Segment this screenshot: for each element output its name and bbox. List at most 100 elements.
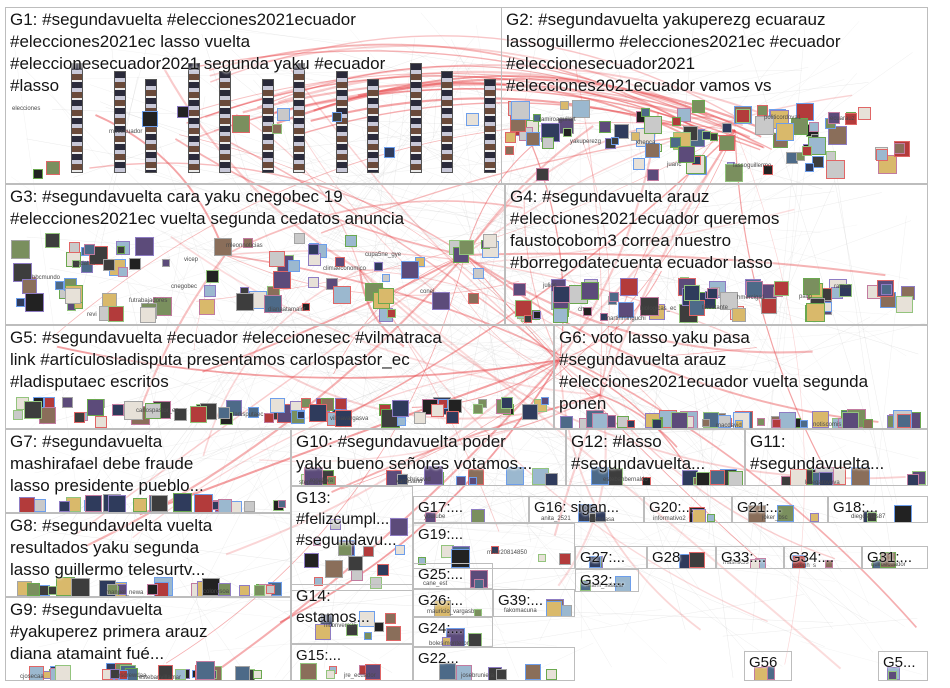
node-avatar[interactable] — [526, 132, 540, 146]
node-avatar[interactable] — [559, 553, 571, 565]
node-avatar[interactable] — [304, 553, 319, 568]
node-avatar[interactable] — [62, 397, 73, 408]
node-avatar[interactable] — [95, 416, 107, 428]
node-avatar[interactable] — [732, 308, 746, 322]
node-avatar[interactable] — [204, 285, 216, 297]
node-avatar[interactable] — [374, 262, 383, 271]
node-avatar[interactable] — [386, 626, 401, 641]
node-avatar[interactable] — [536, 168, 549, 181]
node-avatar[interactable] — [378, 288, 394, 304]
node-avatar[interactable] — [800, 420, 808, 428]
node-avatar[interactable] — [401, 261, 419, 279]
node-avatar[interactable] — [108, 306, 124, 322]
node-avatar[interactable] — [757, 418, 765, 426]
node-avatar[interactable] — [288, 260, 300, 272]
node-avatar[interactable] — [707, 288, 718, 299]
node-avatar[interactable] — [392, 400, 409, 417]
node-avatar[interactable] — [684, 285, 700, 301]
node-avatar[interactable] — [112, 404, 124, 416]
node-avatar[interactable] — [333, 286, 351, 304]
node-avatar[interactable] — [24, 401, 42, 419]
node-avatar[interactable] — [151, 495, 168, 512]
node-avatar[interactable] — [177, 106, 189, 118]
node-avatar[interactable] — [806, 303, 825, 322]
node-avatar[interactable] — [309, 404, 327, 422]
node-avatar[interactable] — [583, 307, 592, 316]
node-avatar[interactable] — [881, 284, 892, 295]
node-avatar[interactable] — [560, 101, 569, 110]
node-avatar[interactable] — [397, 417, 406, 426]
node-avatar[interactable] — [907, 474, 919, 486]
node-avatar[interactable] — [269, 251, 285, 267]
node-avatar[interactable] — [483, 234, 497, 248]
node-avatar[interactable] — [326, 670, 335, 679]
node-avatar[interactable] — [524, 315, 532, 323]
node-avatar[interactable] — [896, 296, 913, 313]
node-avatar[interactable] — [22, 279, 37, 294]
node-avatar[interactable] — [19, 497, 35, 513]
node-avatar[interactable] — [533, 311, 541, 319]
node-avatar[interactable] — [802, 146, 812, 156]
node-avatar[interactable] — [345, 235, 357, 247]
node-avatar[interactable] — [108, 495, 126, 513]
node-avatar[interactable] — [129, 258, 141, 270]
node-avatar[interactable] — [325, 560, 343, 578]
node-avatar[interactable] — [199, 299, 215, 315]
node-avatar[interactable] — [140, 307, 156, 323]
node-avatar[interactable] — [522, 404, 538, 420]
node-avatar[interactable] — [264, 413, 274, 423]
node-avatar[interactable] — [55, 665, 71, 681]
node-avatar[interactable] — [103, 259, 115, 271]
node-avatar[interactable] — [384, 147, 395, 158]
node-avatar[interactable] — [620, 278, 638, 296]
node-avatar[interactable] — [627, 420, 635, 428]
node-avatar[interactable] — [33, 169, 43, 179]
node-avatar[interactable] — [45, 233, 60, 248]
node-avatar[interactable] — [803, 278, 820, 295]
node-avatar[interactable] — [809, 122, 819, 132]
node-avatar[interactable] — [294, 233, 305, 244]
node-avatar[interactable] — [382, 274, 390, 282]
node-avatar[interactable] — [147, 584, 158, 595]
node-avatar[interactable] — [270, 398, 285, 413]
node-avatar[interactable] — [254, 585, 265, 596]
node-avatar[interactable] — [538, 554, 546, 562]
node-avatar[interactable] — [511, 101, 530, 120]
node-avatar[interactable] — [541, 397, 549, 405]
node-avatar[interactable] — [633, 158, 645, 170]
node-avatar[interactable] — [65, 288, 81, 304]
node-avatar[interactable] — [232, 115, 250, 133]
node-avatar[interactable] — [505, 146, 514, 155]
node-avatar[interactable] — [432, 292, 450, 310]
node-avatar[interactable] — [244, 501, 255, 512]
node-avatar[interactable] — [59, 501, 70, 512]
node-avatar[interactable] — [377, 564, 389, 576]
node-avatar[interactable] — [117, 246, 125, 254]
node-avatar[interactable] — [218, 407, 230, 419]
node-avatar[interactable] — [719, 135, 735, 151]
node-avatar[interactable] — [27, 583, 40, 596]
node-avatar[interactable] — [431, 404, 444, 417]
node-avatar[interactable] — [218, 499, 232, 513]
node-avatar[interactable] — [308, 277, 319, 288]
node-avatar[interactable] — [459, 240, 474, 255]
node-avatar[interactable] — [162, 259, 170, 267]
node-avatar[interactable] — [300, 663, 317, 680]
node-avatar[interactable] — [805, 163, 814, 172]
node-avatar[interactable] — [678, 146, 695, 163]
node-avatar[interactable] — [332, 112, 342, 122]
node-avatar[interactable] — [592, 413, 608, 429]
node-avatar[interactable] — [135, 237, 154, 256]
node-avatar[interactable] — [48, 586, 57, 595]
node-avatar[interactable] — [469, 477, 477, 485]
node-avatar[interactable] — [542, 137, 554, 149]
node-avatar[interactable] — [710, 133, 718, 141]
node-avatar[interactable] — [239, 585, 250, 596]
node-avatar[interactable] — [456, 476, 466, 486]
node-avatar[interactable] — [772, 419, 781, 428]
node-avatar[interactable] — [647, 169, 659, 181]
node-avatar[interactable] — [118, 267, 128, 277]
node-avatar[interactable] — [206, 270, 219, 283]
node-avatar[interactable] — [55, 281, 64, 290]
node-avatar[interactable] — [776, 123, 794, 141]
